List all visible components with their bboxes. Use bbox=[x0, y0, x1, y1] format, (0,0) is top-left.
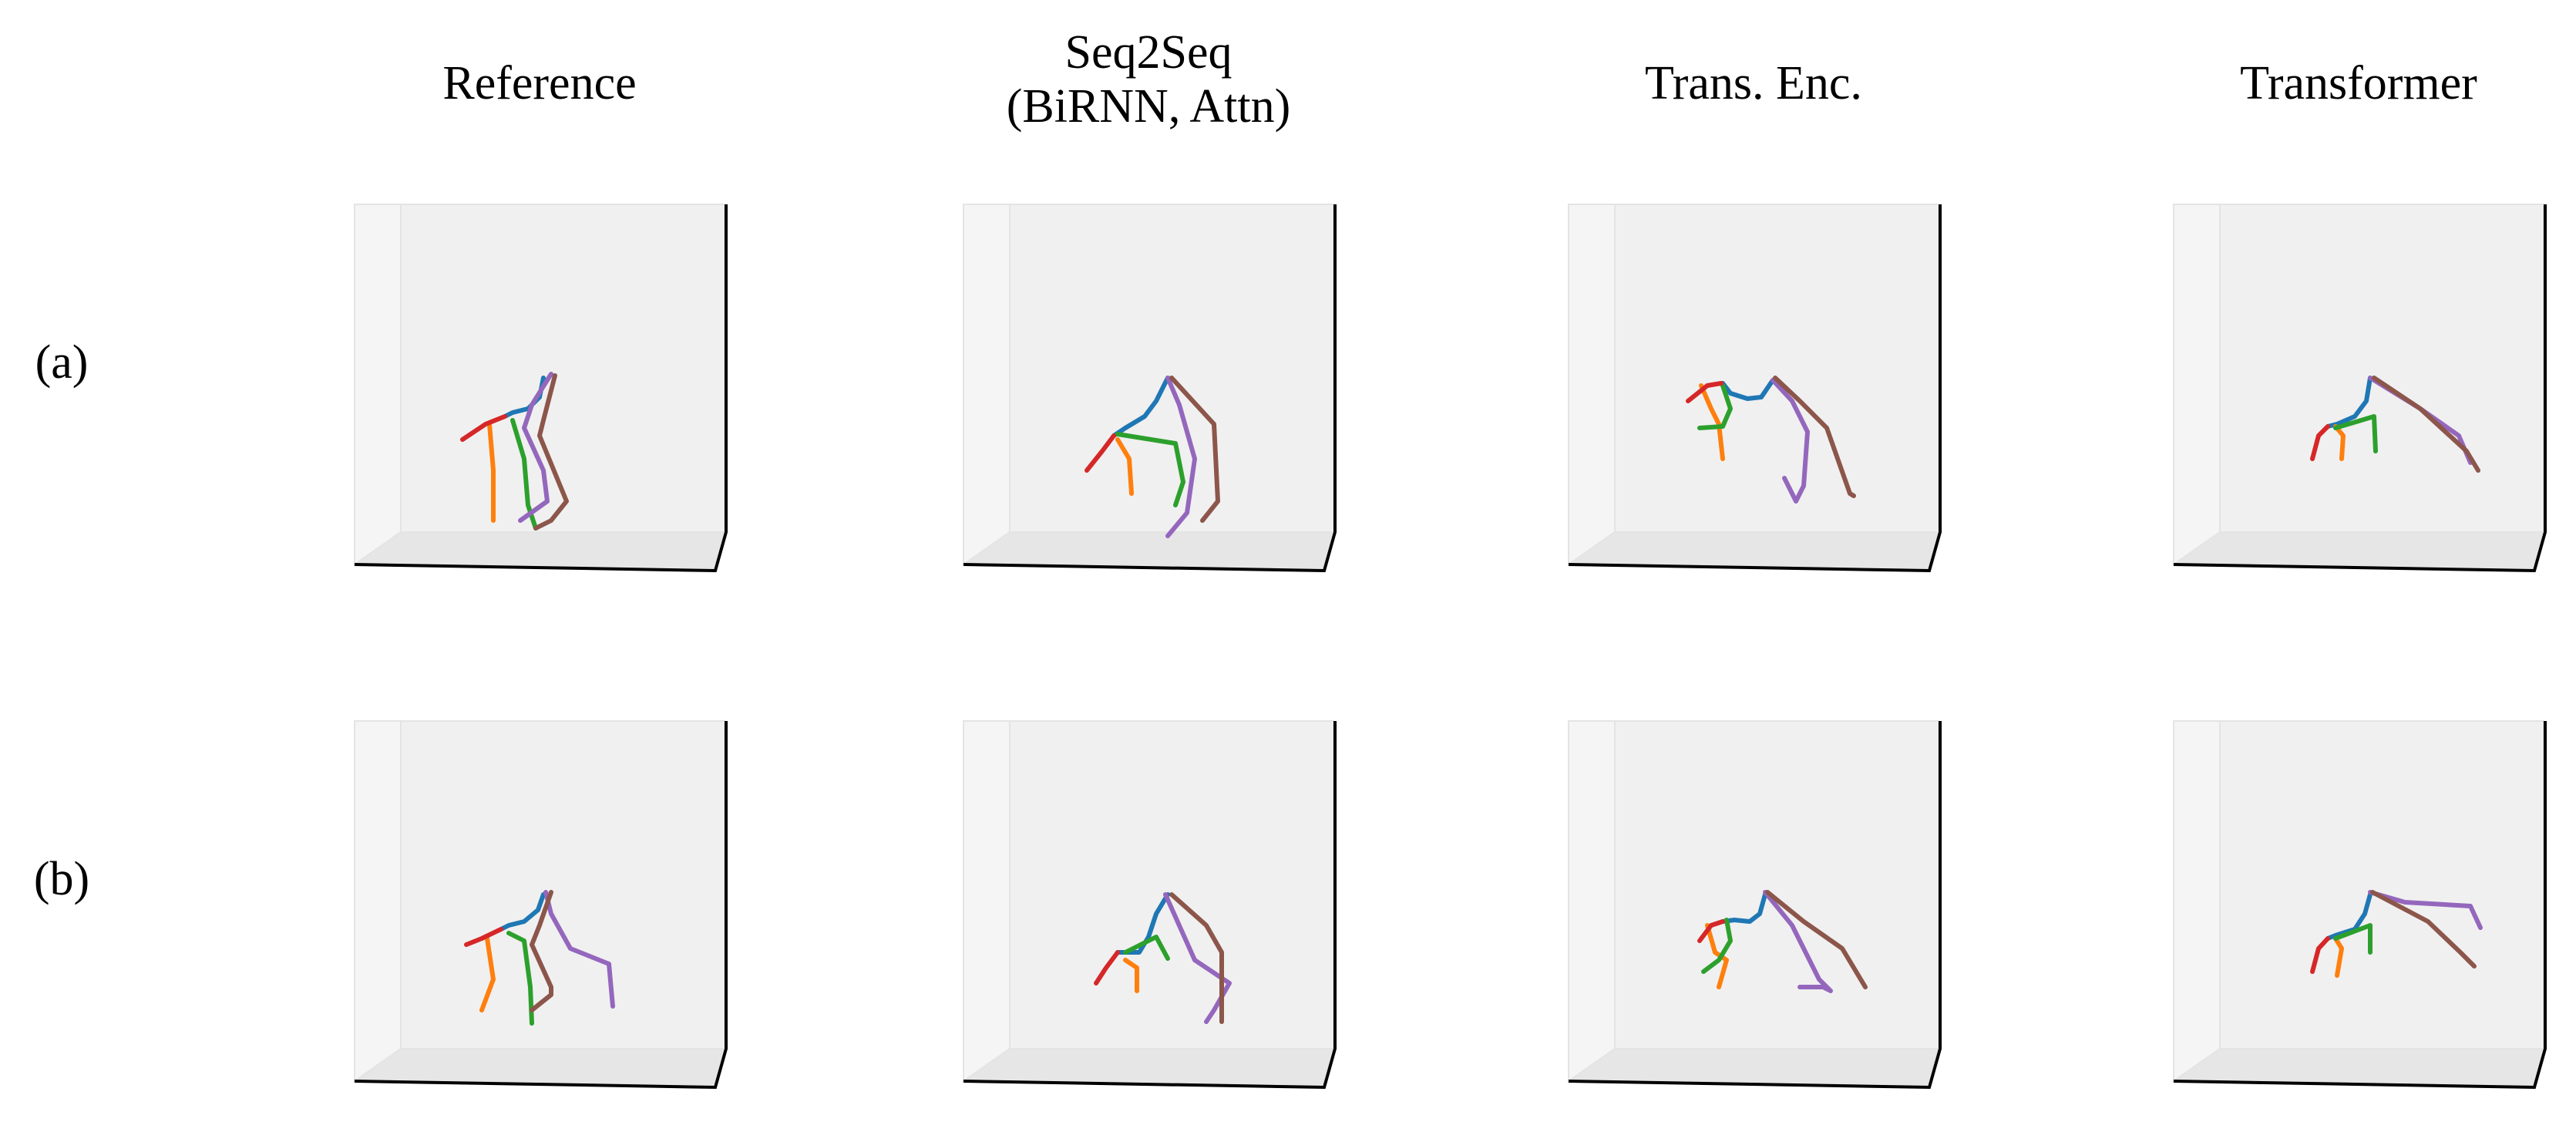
skeleton-chain-orange bbox=[1115, 437, 1134, 496]
skeleton-chain-purple bbox=[1163, 892, 1232, 1024]
panel-b-reference bbox=[351, 720, 728, 1090]
skeleton-chain-green bbox=[1123, 935, 1170, 961]
skeleton-chain-blue bbox=[499, 892, 546, 932]
axis-lines bbox=[963, 204, 1337, 573]
skeleton-chain-purple bbox=[543, 890, 615, 1009]
skeleton-chain-red bbox=[464, 927, 503, 947]
skeleton-chain-orange bbox=[479, 936, 496, 1012]
axis-lines bbox=[963, 721, 1337, 1090]
pane-left-wall bbox=[2173, 204, 2221, 566]
skeleton-chain-purple bbox=[2368, 890, 2483, 930]
skeleton-chain-green bbox=[2333, 923, 2373, 955]
axis-lines bbox=[2173, 721, 2547, 1090]
skeleton-chain-blue bbox=[1115, 892, 1170, 955]
column-title-trans-enc: Trans. Enc. bbox=[1645, 57, 1862, 110]
pane-back-wall bbox=[400, 720, 725, 1050]
axis-lines bbox=[1568, 204, 1942, 573]
panel-b-seq2seq bbox=[960, 720, 1337, 1090]
skeleton-chain-brown bbox=[2370, 890, 2477, 969]
skeleton-chain-red bbox=[1085, 433, 1116, 473]
skeleton-chain-red bbox=[460, 414, 507, 442]
skeleton-chain-green bbox=[1115, 432, 1185, 507]
skeleton-chain-orange bbox=[487, 422, 496, 523]
column-titles: Reference Seq2Seq(BiRNN, Attn) Trans. Enc.… bbox=[442, 26, 2477, 133]
skeleton-chain-brown bbox=[530, 890, 553, 1012]
pane-back-wall bbox=[1614, 204, 1939, 533]
pane-left-wall bbox=[1568, 720, 1616, 1083]
pane-back-wall bbox=[1009, 204, 1334, 533]
pane-back-wall bbox=[2219, 204, 2544, 533]
skeleton-chain-purple bbox=[1165, 376, 1197, 538]
pane-back-wall bbox=[2219, 720, 2544, 1050]
pane-back-wall bbox=[400, 204, 725, 533]
skeleton-chain-brown bbox=[1773, 376, 1856, 498]
axis-lines bbox=[1568, 721, 1942, 1090]
panel-a-transformer bbox=[2171, 204, 2547, 573]
skeleton-chain-green bbox=[1701, 918, 1733, 974]
axis-lines bbox=[354, 721, 728, 1090]
skeleton-chain-red bbox=[1686, 381, 1723, 403]
pane-back-wall bbox=[1614, 720, 1939, 1050]
row-labels: (a) (b) bbox=[34, 336, 89, 905]
pane-left-wall bbox=[354, 204, 402, 566]
skeleton-chain-purple bbox=[1771, 378, 1810, 504]
skeleton-chain-purple bbox=[1763, 890, 1833, 993]
skeleton-chain-red bbox=[1697, 919, 1725, 943]
skeleton-chain-brown bbox=[1169, 892, 1224, 1024]
panel-b-trans-enc bbox=[1565, 720, 1942, 1090]
skeleton-chain-green bbox=[506, 931, 534, 1026]
column-title-seq2seq-line2: (BiRNN, Attn) bbox=[1007, 80, 1291, 133]
pane-left-wall bbox=[963, 720, 1011, 1083]
skeleton-panels bbox=[351, 204, 2547, 1090]
panel-a-trans-enc bbox=[1565, 204, 1942, 573]
panel-b-transformer bbox=[2171, 720, 2547, 1090]
skeleton-chain-red bbox=[2310, 936, 2330, 974]
row-label-b: (b) bbox=[34, 853, 89, 905]
row-label-a: (a) bbox=[35, 336, 89, 389]
column-title-transformer: Transformer bbox=[2240, 57, 2477, 110]
skeleton-chain-brown bbox=[1169, 376, 1220, 523]
panel-a-reference bbox=[351, 204, 728, 573]
skeleton-chain-blue bbox=[1720, 892, 1767, 924]
skeleton-chain-red bbox=[1094, 950, 1120, 986]
skeleton-chain-orange bbox=[1699, 383, 1725, 461]
skeleton-chain-red bbox=[2310, 424, 2330, 461]
pane-left-wall bbox=[963, 204, 1011, 566]
skeleton-chain-green bbox=[1697, 383, 1733, 430]
column-title-reference: Reference bbox=[442, 57, 636, 110]
axis-lines bbox=[2173, 204, 2547, 573]
skeleton-chain-brown bbox=[533, 373, 569, 531]
skeleton-chain-orange bbox=[2333, 936, 2344, 978]
pane-left-wall bbox=[1568, 204, 1616, 566]
skeleton-chain-green bbox=[2333, 414, 2378, 453]
pane-left-wall bbox=[2173, 720, 2221, 1083]
skeleton-chain-brown bbox=[1765, 890, 1868, 989]
column-title-seq2seq-line1: Seq2Seq bbox=[1065, 26, 1233, 79]
skeleton-chain-blue bbox=[1111, 376, 1170, 438]
pane-back-wall bbox=[1009, 720, 1334, 1050]
panel-a-seq2seq bbox=[960, 204, 1337, 573]
skeleton-chain-orange bbox=[1123, 958, 1139, 993]
axis-lines bbox=[354, 204, 728, 573]
skeleton-chain-blue bbox=[1720, 378, 1775, 401]
skeleton-chain-brown bbox=[2372, 376, 2480, 473]
pane-left-wall bbox=[354, 720, 402, 1083]
skeleton-chain-purple bbox=[518, 372, 553, 523]
skeleton-chain-green bbox=[510, 418, 538, 531]
